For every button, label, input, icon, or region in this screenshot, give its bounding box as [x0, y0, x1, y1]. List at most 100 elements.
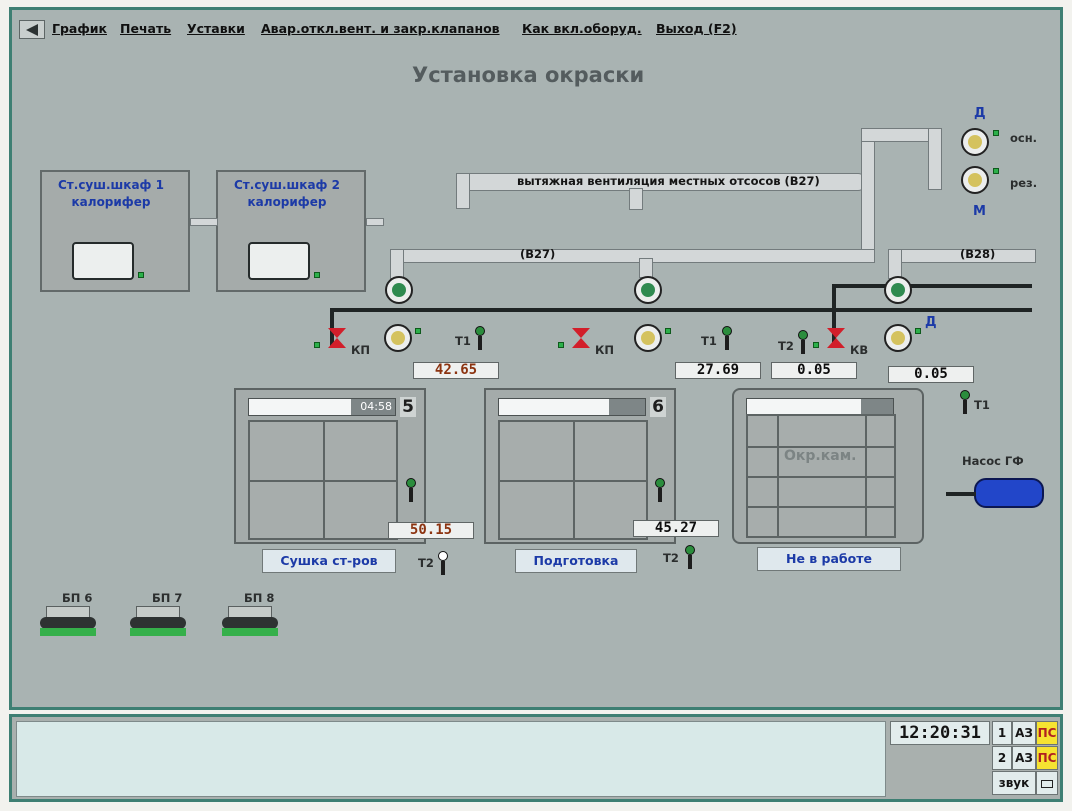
paint-chamber-fan-status-icon [915, 328, 921, 334]
paint-chamber-t1-icon [960, 390, 970, 414]
dryer-2-subtitle: калорифер [247, 195, 327, 209]
supply-line-main [330, 308, 1032, 312]
exhaust-duct-riser [861, 133, 875, 255]
chamber-6-t1-icon [722, 326, 732, 350]
chamber-5-t2-value: 50.15 [388, 522, 474, 539]
paint-chamber-exhaust-fan-icon[interactable] [884, 276, 912, 304]
chamber-5-valve-label: КП [351, 343, 371, 357]
chamber-6-number: 6 [650, 397, 666, 417]
menu-setpoints[interactable]: Уставки [187, 21, 245, 36]
paint-chamber-window [746, 414, 896, 538]
pump-pipe [946, 492, 976, 496]
page-title: Установка окраски [412, 63, 645, 87]
chamber-6-timer [498, 398, 646, 416]
chamber-5-supply-fan-icon[interactable] [384, 324, 412, 352]
menu-print[interactable]: Печать [120, 21, 172, 36]
printer-icon[interactable] [1036, 771, 1058, 795]
chamber-5-mode-button[interactable]: Сушка ст-ров [262, 549, 396, 573]
status-row1-az[interactable]: АЗ [1012, 721, 1036, 745]
chamber-5-timer-text: 04:58 [351, 399, 395, 415]
power-block-8-icon[interactable] [222, 606, 278, 636]
chamber-5-valve-lower-icon [328, 338, 346, 348]
paint-chamber-t2-value: 0.05 [771, 362, 857, 379]
chamber-6-t1-label: Т1 [701, 334, 717, 348]
chamber-5-t1-icon [475, 326, 485, 350]
pump-icon[interactable] [974, 478, 1044, 508]
chamber-5-number: 5 [400, 397, 416, 417]
power-block-8-label: БП 8 [244, 591, 275, 605]
exhaust-duct-left-drop [456, 173, 470, 209]
paint-chamber-t2-top-label: Т2 [778, 339, 794, 353]
process-screen: График Печать Уставки Авар.откл.вент. и … [9, 7, 1063, 710]
b27-duct [390, 249, 875, 263]
exhaust-label: вытяжная вентиляция местных отсосов (В27… [517, 174, 820, 188]
menu-exit[interactable]: Выход (F2) [656, 21, 737, 36]
chamber-6-exhaust-fan-icon[interactable] [634, 276, 662, 304]
chamber-5-valve-status-icon [314, 342, 320, 348]
fan-m-label: М [973, 204, 986, 219]
paint-chamber-valve-status-icon [813, 342, 819, 348]
message-area [16, 721, 886, 797]
supply-line-riser [832, 284, 836, 344]
chamber-6-t2-label: Т2 [663, 551, 679, 565]
dryer-1-subtitle: калорифер [71, 195, 151, 209]
main-fan-status-icon [993, 130, 999, 136]
chamber-6-t2-sensor-icon [685, 545, 695, 569]
chamber-5-timer: 04:58 [248, 398, 396, 416]
b28-label: (В28) [960, 247, 996, 261]
power-block-6-label: БП 6 [62, 591, 93, 605]
sound-button[interactable]: звук [992, 771, 1036, 795]
reserve-fan-icon[interactable] [961, 166, 989, 194]
chamber-6-valve-status-icon [558, 342, 564, 348]
menu-emergency-off[interactable]: Авар.откл.вент. и закр.клапанов [261, 21, 500, 36]
chamber-5-window [248, 420, 398, 540]
dryer-2-status-icon [314, 272, 320, 278]
paint-chamber-d-label: Д [925, 315, 937, 330]
b27-drop-left [390, 249, 404, 279]
dryer-1-status-icon [138, 272, 144, 278]
reserve-fan-label: рез. [1010, 176, 1038, 190]
chamber-6-valve-lower-icon [572, 338, 590, 348]
dryer-2-title: Ст.суш.шкаф 2 [234, 178, 340, 192]
paint-chamber-supply-fan-icon[interactable] [884, 324, 912, 352]
chamber-6-supply-fan-icon[interactable] [634, 324, 662, 352]
chamber-5-t2-label: Т2 [418, 556, 434, 570]
status-bar: 12:20:31 1 АЗ ПС 2 АЗ ПС звук [9, 714, 1063, 802]
paint-chamber-t2-icon [798, 330, 808, 354]
b27-label: (В27) [520, 247, 556, 261]
chamber-6-fan-status-icon [665, 328, 671, 334]
paint-chamber-valve-icon[interactable] [827, 328, 845, 338]
dryer-connector [190, 218, 218, 226]
chamber-6-t2-value: 45.27 [633, 520, 719, 537]
menu-graph[interactable]: График [52, 21, 107, 36]
status-row1-ps[interactable]: ПС [1036, 721, 1058, 745]
chamber-6-valve-icon[interactable] [572, 328, 590, 338]
chamber-6-valve-label: КП [595, 343, 615, 357]
paint-chamber-valve-label: КВ [850, 343, 869, 357]
chamber-5-t1-label: Т1 [455, 334, 471, 348]
main-fan-icon[interactable] [961, 128, 989, 156]
dryer-1-motor-icon [72, 242, 134, 280]
status-row2-az[interactable]: АЗ [1012, 746, 1036, 770]
paint-chamber-valve-lower-icon [827, 338, 845, 348]
chamber-6-t2-icon [655, 478, 665, 502]
supply-line-upper [832, 284, 1032, 288]
chamber-6-t1-value: 27.69 [675, 362, 761, 379]
menu-how-to-start[interactable]: Как вкл.оборуд. [522, 21, 642, 36]
chamber-5-t1-value: 42.65 [413, 362, 499, 379]
chamber-5-exhaust-fan-icon[interactable] [385, 276, 413, 304]
chamber-6-mode-button[interactable]: Подготовка [515, 549, 637, 573]
clock: 12:20:31 [890, 721, 990, 745]
chamber-5-t2-icon [406, 478, 416, 502]
status-row2-ps[interactable]: ПС [1036, 746, 1058, 770]
fan-d-label: Д [974, 106, 986, 121]
main-fan-label: осн. [1010, 131, 1038, 145]
chamber-5-valve-icon[interactable] [328, 328, 346, 338]
paint-chamber-mode-button[interactable]: Не в работе [757, 547, 901, 571]
power-block-7-icon[interactable] [130, 606, 186, 636]
dryer-2-motor-icon [248, 242, 310, 280]
chamber-6-window [498, 420, 648, 540]
back-arrow-icon[interactable] [19, 20, 45, 39]
b27-drop-mid [639, 258, 653, 278]
power-block-6-icon[interactable] [40, 606, 96, 636]
